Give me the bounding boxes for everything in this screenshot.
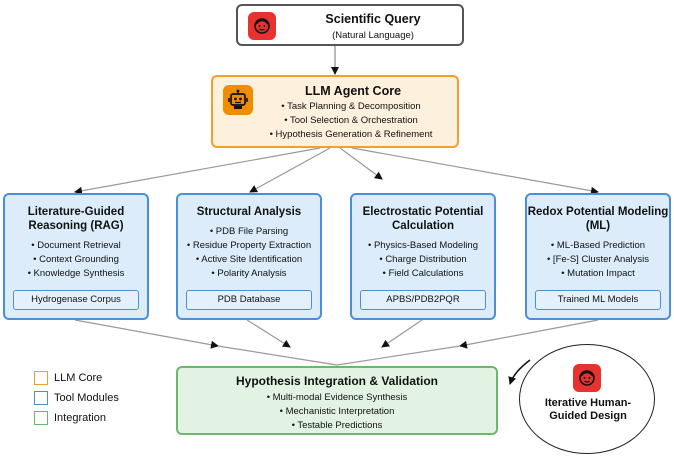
tool-item: • Knowledge Synthesis xyxy=(27,268,125,279)
arrow-core-to-rag xyxy=(74,147,321,195)
legend-label: LLM Core xyxy=(54,372,103,384)
face-icon xyxy=(573,364,601,392)
tool-item: • Polarity Analysis xyxy=(211,268,287,279)
legend-swatch xyxy=(34,391,48,405)
arrow-core-to-structural xyxy=(249,147,331,193)
tool-module-structural: Structural Analysis • PDB File Parsing •… xyxy=(176,193,322,320)
face-icon xyxy=(248,12,276,40)
legend-item-integration: Integration xyxy=(34,408,119,428)
tool-item-list: • ML-Based Prediction • [Fe-S] Cluster A… xyxy=(527,239,669,281)
tool-item: • Mutation Impact xyxy=(561,268,635,279)
arrow-structural-to-integration xyxy=(246,319,291,348)
core-capability-list: • Task Planning & Decomposition • Tool S… xyxy=(249,100,453,142)
tool-title: Electrostatic Potential Calculation xyxy=(362,206,484,232)
tool-item: • Field Calculations xyxy=(382,268,464,279)
tool-item: • [Fe-S] Cluster Analysis xyxy=(546,254,650,265)
tool-item: • Active Site Identification xyxy=(195,254,303,265)
iteration-arrow xyxy=(508,359,531,385)
tool-resource-label: APBS/PDB2PQR xyxy=(360,290,486,310)
legend-label: Tool Modules xyxy=(54,392,119,404)
legend-swatch xyxy=(34,371,48,385)
integration-item: • Multi-modal Evidence Synthesis xyxy=(266,392,408,403)
legend-item-core: LLM Core xyxy=(34,368,119,388)
arrow-redox-to-integration xyxy=(459,319,599,349)
iterative-design-label: Iterative Human-Guided Design xyxy=(544,397,632,422)
robot-icon xyxy=(223,85,253,115)
llm-agent-core-box: LLM Agent Core • Task Planning & Decompo… xyxy=(211,75,459,148)
query-title: Scientific Query xyxy=(325,12,421,26)
tool-item: • Document Retrieval xyxy=(31,240,121,251)
tool-item: • PDB File Parsing xyxy=(209,226,289,237)
integration-title: Hypothesis Integration & Validation xyxy=(235,374,439,388)
tool-module-electrostatic: Electrostatic Potential Calculation • Ph… xyxy=(350,193,496,320)
arrow-electrostatic-to-integration xyxy=(381,319,423,348)
query-subtitle: (Natural Language) xyxy=(332,30,414,41)
legend-swatch xyxy=(34,411,48,425)
tool-title: Redox Potential Modeling (ML) xyxy=(527,206,669,232)
legend-label: Integration xyxy=(54,412,106,424)
tool-item-list: • Physics-Based Modeling • Charge Distri… xyxy=(352,239,494,281)
connector-to-integration-2 xyxy=(336,345,461,366)
arrow-core-to-redox xyxy=(351,147,599,195)
tool-item: • Context Grounding xyxy=(33,254,119,265)
tool-title: Structural Analysis xyxy=(196,206,302,218)
arrow-core-to-electrostatic xyxy=(339,147,383,180)
tool-resource-label: PDB Database xyxy=(186,290,312,310)
core-item: • Task Planning & Decomposition xyxy=(281,101,421,112)
arrow-rag-to-integration xyxy=(74,319,219,349)
tool-resource-label: Trained ML Models xyxy=(535,290,661,310)
tool-item: • Residue Property Extraction xyxy=(186,240,312,251)
integration-box: Hypothesis Integration & Validation • Mu… xyxy=(176,366,498,435)
tool-item: • Physics-Based Modeling xyxy=(368,240,478,251)
tool-title: Literature-Guided Reasoning (RAG) xyxy=(27,206,125,232)
core-item: • Tool Selection & Orchestration xyxy=(284,115,418,126)
tool-item-list: • PDB File Parsing • Residue Property Ex… xyxy=(178,225,320,281)
tool-item-list: • Document Retrieval • Context Grounding… xyxy=(5,239,147,281)
tool-module-rag: Literature-Guided Reasoning (RAG) • Docu… xyxy=(3,193,149,320)
iteration-cycle-circle xyxy=(519,344,655,454)
integration-item: • Testable Predictions xyxy=(291,420,383,431)
connector-to-integration xyxy=(217,345,338,366)
tool-item: • ML-Based Prediction xyxy=(550,240,646,251)
scientific-query-box: Scientific Query (Natural Language) xyxy=(236,4,464,46)
integration-item: • Mechanistic Interpretation xyxy=(279,406,395,417)
integration-item-list: • Multi-modal Evidence Synthesis • Mecha… xyxy=(178,391,496,433)
core-title: LLM Agent Core xyxy=(304,84,402,98)
tool-item: • Charge Distribution xyxy=(379,254,467,265)
legend: LLM Core Tool Modules Integration xyxy=(34,368,119,428)
legend-item-tools: Tool Modules xyxy=(34,388,119,408)
tool-module-redox: Redox Potential Modeling (ML) • ML-Based… xyxy=(525,193,671,320)
core-item: • Hypothesis Generation & Refinement xyxy=(269,129,433,140)
tool-resource-label: Hydrogenase Corpus xyxy=(13,290,139,310)
